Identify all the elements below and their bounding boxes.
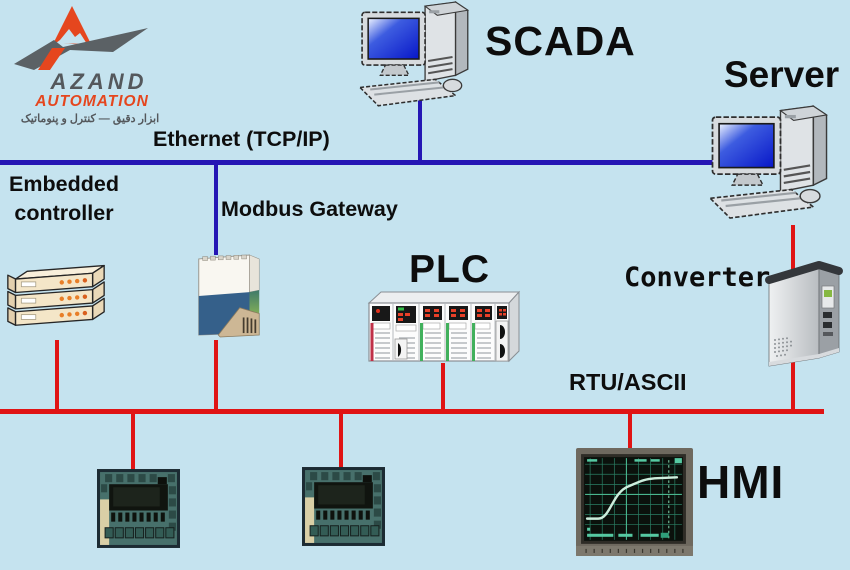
hmi-node xyxy=(576,448,693,556)
modbus-gateway-serial-line xyxy=(214,340,218,410)
server-node xyxy=(708,104,842,229)
server-computer-icon xyxy=(708,104,828,219)
logo-tagline: ابزار دقیق — کنترل و پنوماتیک xyxy=(20,112,160,125)
plc-rack-icon xyxy=(367,290,521,363)
chip2-serial-line xyxy=(339,413,343,469)
ethernet-bus-label: Ethernet (TCP/IP) xyxy=(153,127,330,151)
embedded-serial-line xyxy=(55,340,59,410)
chip1-node xyxy=(97,469,180,548)
modbus-gateway-ethernet-line xyxy=(214,163,218,255)
hmi-serial-line xyxy=(628,413,632,451)
chip1-serial-line xyxy=(131,413,135,471)
scada-ethernet-line xyxy=(418,98,422,162)
converter-icon xyxy=(765,261,843,367)
hmi-display-icon xyxy=(576,448,693,556)
logo-subtitle: AUTOMATION xyxy=(35,93,149,110)
logo-name: AZAND xyxy=(50,69,148,94)
din-rail-gateway-icon xyxy=(198,254,260,338)
microchip-icon xyxy=(97,469,180,548)
embedded-controller-label: Embedded controller xyxy=(9,172,119,226)
company-logo: AZAND AUTOMATION ابزار دقیق — کنترل و پن… xyxy=(10,4,170,126)
ethernet-bus-line xyxy=(0,160,724,165)
server-label: Server xyxy=(724,54,840,95)
modbus-gateway-node xyxy=(189,249,269,343)
converter-node xyxy=(763,252,847,368)
hmi-label: HMI xyxy=(697,456,785,508)
serial-bus-label: RTU/ASCII xyxy=(569,369,687,395)
mountain-logo-icon xyxy=(14,6,148,70)
scada-computer-icon xyxy=(358,0,470,107)
converter-label: Converter xyxy=(624,262,771,293)
plc-label: PLC xyxy=(409,248,490,291)
plc-node xyxy=(365,287,523,367)
scada-node xyxy=(358,0,482,116)
chip2-node xyxy=(302,467,385,546)
controller-stack-icon xyxy=(7,264,105,326)
microchip-icon xyxy=(302,467,385,546)
modbus-gateway-label: Modbus Gateway xyxy=(221,197,398,221)
embedded-controller-node xyxy=(4,246,108,339)
serial-bus-line xyxy=(0,409,824,414)
scada-label: SCADA xyxy=(485,18,636,64)
plc-serial-line xyxy=(441,363,445,410)
